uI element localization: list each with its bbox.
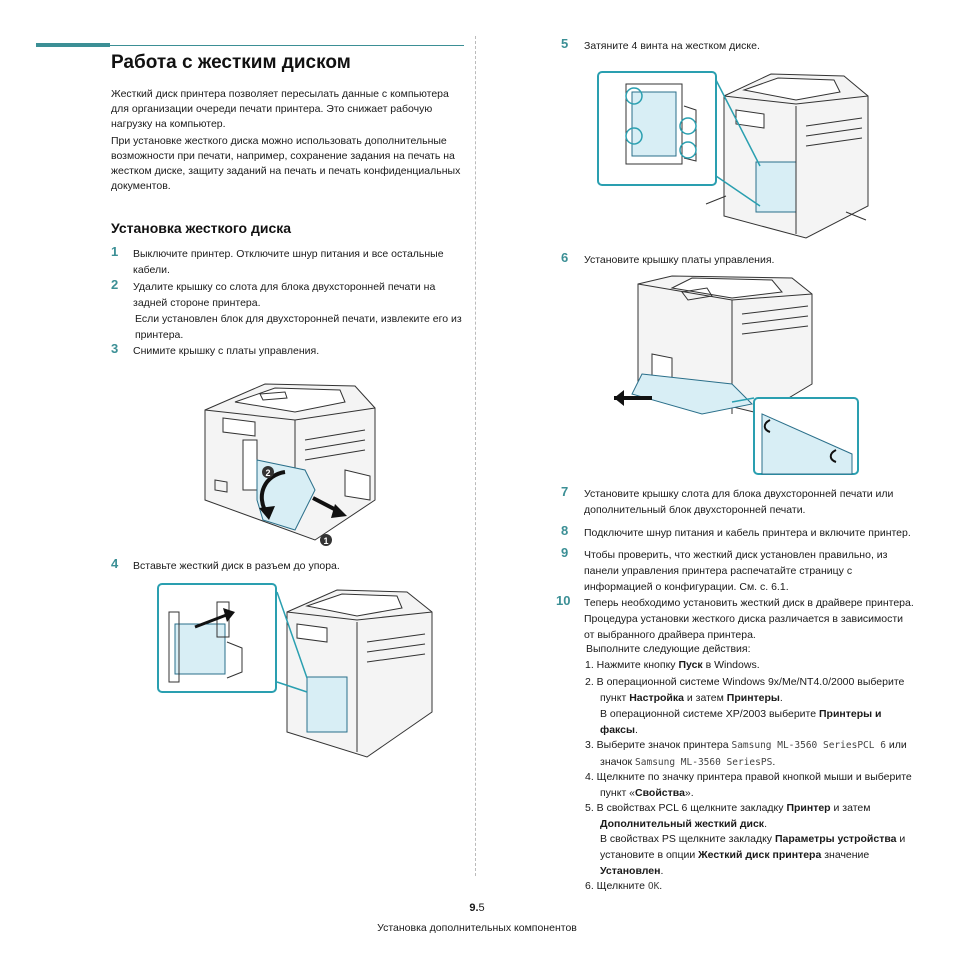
step-text: Снимите крышку с платы управления. [133, 345, 320, 357]
step-text: Выключите принтер. Отключите шнур питани… [133, 248, 444, 276]
step-number: 5 [561, 36, 569, 51]
intro-paragraph-2: При установке жесткого диска можно испол… [111, 135, 461, 192]
figure-install-board-cover [612, 274, 862, 476]
figure-tighten-screws [596, 66, 886, 242]
header-rule [110, 45, 464, 46]
page-title: Работа с жестким диском [111, 52, 351, 73]
header-accent-bar [36, 43, 110, 47]
step-number: 9 [561, 545, 569, 560]
step-number: 8 [561, 523, 569, 538]
step-text: Теперь необходимо установить жесткий дис… [584, 597, 914, 641]
footer-section-title: Установка дополнительных компонентов [377, 922, 577, 934]
substep-2: 2. В операционной системе Windows 9x/Me/… [585, 676, 905, 704]
intro-paragraph-1: Жесткий диск принтера позволяет пересыла… [111, 88, 449, 130]
step-text: Установите крышку платы управления. [584, 254, 775, 266]
callout-1-label: 1 [323, 536, 328, 546]
step-number: 6 [561, 250, 569, 265]
step-number: 3 [111, 341, 119, 356]
substep-2-note: В операционной системе XP/2003 выберите … [600, 708, 882, 736]
substep-5-note: В свойствах PS щелкните закладку Парамет… [600, 833, 906, 877]
substep-1: 1. Нажмите кнопку Пуск в Windows. [585, 659, 760, 671]
figure-remove-board-cover: 2 1 [195, 380, 385, 550]
step-text: Затяните 4 винта на жестком диске. [584, 40, 760, 52]
step-text: Подключите шнур питания и кабель принтер… [584, 527, 911, 539]
step-note: Если установлен блок для двухсторонней п… [135, 313, 462, 341]
step-number: 2 [111, 277, 119, 292]
figure-insert-hdd [157, 582, 437, 762]
column-divider [475, 36, 476, 876]
step-text: Чтобы проверить, что жесткий диск устано… [584, 549, 888, 593]
section-subtitle: Установка жесткого диска [111, 220, 292, 236]
step-number: 10 [556, 593, 571, 608]
substep-3: 3. Выберите значок принтера Samsung ML-3… [585, 739, 907, 768]
substep-4: 4. Щелкните по значку принтера правой кн… [585, 771, 912, 799]
step-number: 7 [561, 484, 569, 499]
step-text: Удалите крышку со слота для блока двухст… [133, 281, 436, 309]
step-number: 1 [111, 244, 119, 259]
step-text: Вставьте жесткий диск в разъем до упора. [133, 560, 340, 572]
page-number: 9.5 [469, 902, 485, 914]
step-number: 4 [111, 556, 119, 571]
substep-6: 6. Щелкните OK. [585, 880, 663, 892]
callout-2-label: 2 [265, 468, 270, 478]
substeps-intro: Выполните следующие действия: [586, 643, 751, 655]
substep-5: 5. В свойствах PCL 6 щелкните закладку П… [585, 802, 871, 830]
step-text: Установите крышку слота для блока двухст… [584, 488, 894, 516]
